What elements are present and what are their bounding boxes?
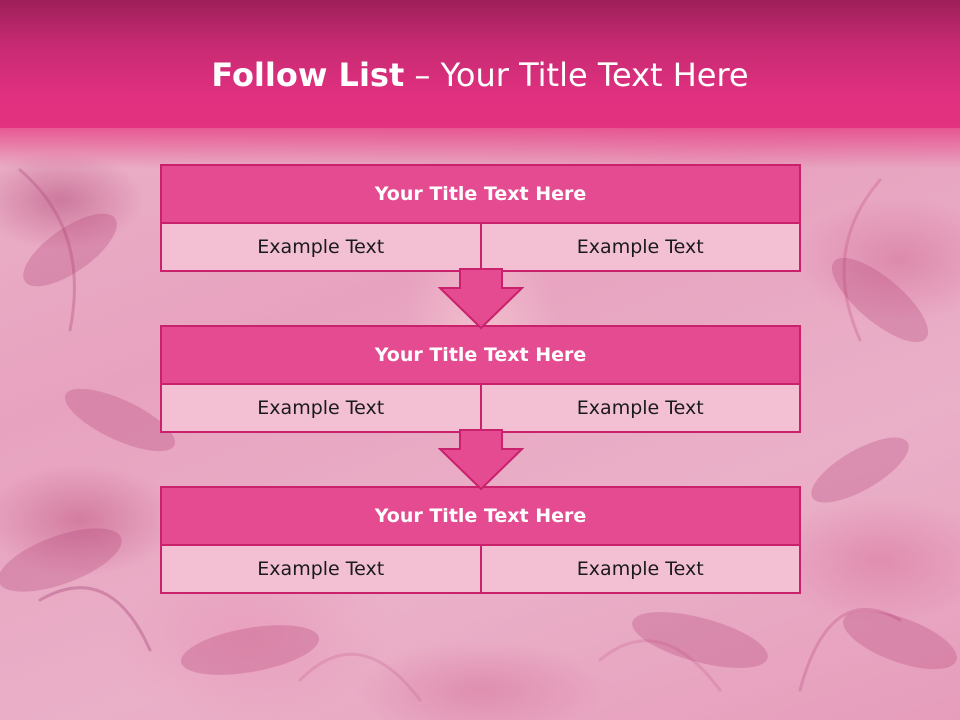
block-title: Your Title Text Here — [162, 327, 799, 385]
block-title: Your Title Text Here — [162, 488, 799, 546]
slide-title-bold: Follow List — [211, 56, 405, 94]
block-row: Example Text Example Text — [162, 546, 799, 592]
block-row: Example Text Example Text — [162, 224, 799, 270]
slide-title-rest: – Your Title Text Here — [404, 56, 749, 94]
title-bar — [0, 0, 960, 128]
list-block-3: Your Title Text Here Example Text Exampl… — [160, 486, 801, 594]
list-block-1: Your Title Text Here Example Text Exampl… — [160, 164, 801, 272]
list-block-2: Your Title Text Here Example Text Exampl… — [160, 325, 801, 433]
title-bar-fade — [0, 128, 960, 168]
block-row: Example Text Example Text — [162, 385, 799, 431]
slide-title: Follow List – Your Title Text Here — [0, 52, 960, 98]
arrow-down-icon — [438, 268, 524, 330]
block-cell-left: Example Text — [257, 236, 385, 258]
block-cell-left: Example Text — [257, 558, 385, 580]
block-cell-left: Example Text — [257, 397, 385, 419]
block-title: Your Title Text Here — [162, 166, 799, 224]
block-cell-right: Example Text — [479, 224, 800, 270]
block-cell-right: Example Text — [479, 385, 800, 431]
arrow-down-icon — [438, 429, 524, 491]
block-cell-right: Example Text — [479, 546, 800, 592]
